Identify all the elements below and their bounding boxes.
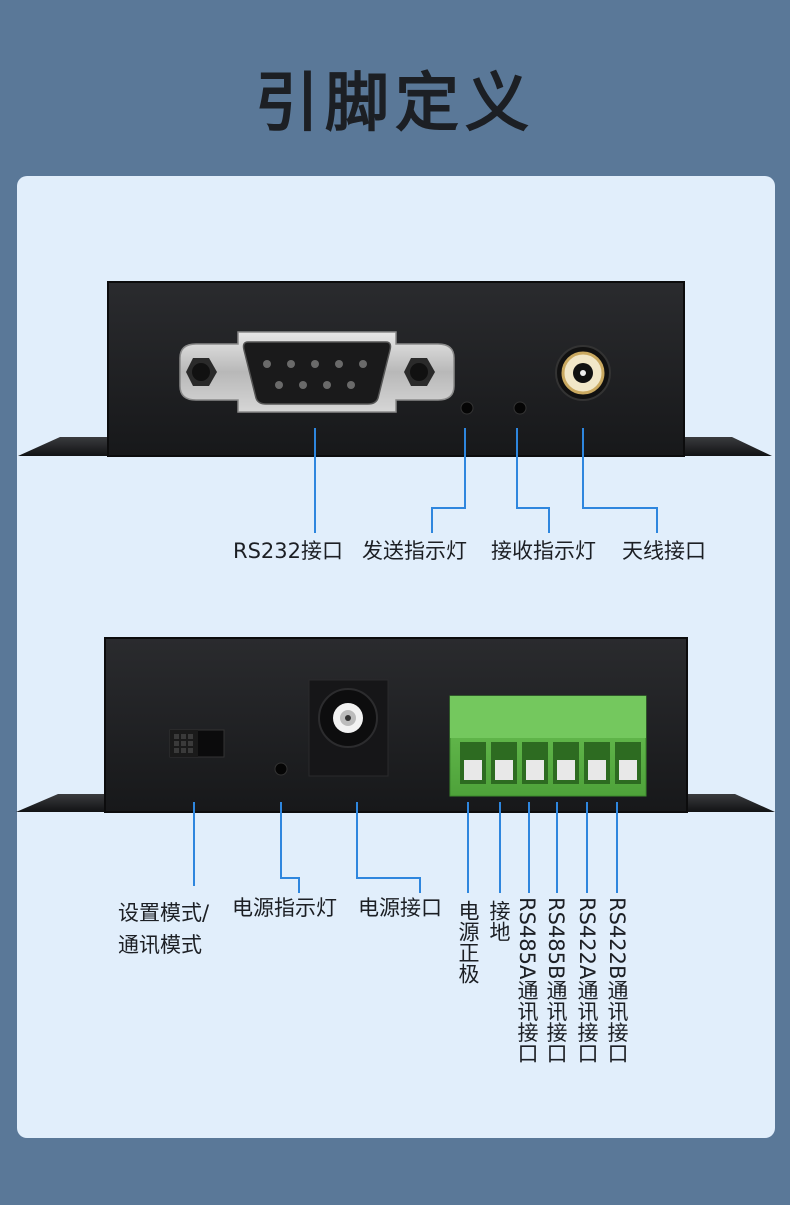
label-mode-line1: 设置模式/ bbox=[118, 901, 210, 925]
label-power-port: 电源接口 bbox=[358, 896, 442, 920]
label-power-positive: 电源正极 bbox=[456, 900, 480, 984]
bottom-callout-lines bbox=[193, 802, 618, 893]
label-power-led: 电源指示灯 bbox=[232, 896, 337, 920]
antenna-connector bbox=[555, 345, 611, 401]
left-mounting-flange-2 bbox=[16, 794, 105, 812]
left-mounting-flange bbox=[18, 437, 108, 456]
label-mode-switch: 设置模式/ 通讯模式 bbox=[118, 898, 209, 961]
label-antenna-port: 天线接口 bbox=[622, 539, 706, 563]
right-mounting-flange-2 bbox=[687, 794, 775, 812]
power-jack bbox=[308, 679, 389, 777]
right-mounting-flange bbox=[684, 437, 772, 456]
label-receive-led: 接收指示灯 bbox=[491, 539, 596, 563]
terminal-block bbox=[449, 695, 647, 797]
top-device bbox=[18, 281, 772, 533]
send-led bbox=[460, 401, 474, 415]
label-ground: 接地 bbox=[487, 900, 511, 942]
page-title: 引脚定义 bbox=[255, 67, 535, 141]
label-rs232-port: RS232接口 bbox=[233, 539, 344, 563]
top-callout-lines bbox=[314, 428, 658, 533]
label-mode-line2: 通讯模式 bbox=[118, 932, 202, 957]
label-rs485a: RS485A通讯接口 bbox=[515, 897, 539, 1064]
mode-dip-switch bbox=[169, 729, 225, 758]
label-send-led: 发送指示灯 bbox=[362, 539, 467, 563]
label-rs422b: RS422B通讯接口 bbox=[605, 897, 629, 1064]
receive-led bbox=[513, 401, 527, 415]
label-rs422a: RS422A通讯接口 bbox=[575, 897, 599, 1064]
bottom-device bbox=[16, 637, 775, 893]
label-rs485b: RS485B通讯接口 bbox=[544, 897, 568, 1064]
power-led bbox=[274, 762, 288, 776]
rs232-db9-connector bbox=[179, 331, 455, 413]
